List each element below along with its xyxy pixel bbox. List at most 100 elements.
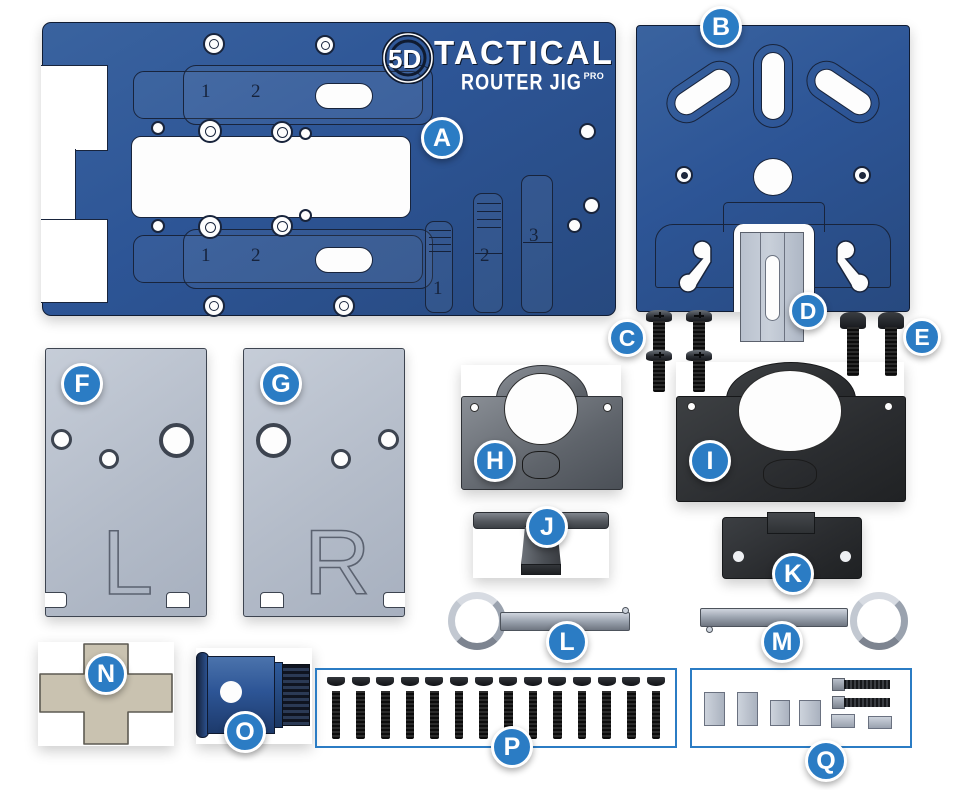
- screw: [597, 677, 616, 739]
- hole: [333, 295, 355, 317]
- large-bore: [159, 423, 194, 458]
- hole: [51, 429, 72, 450]
- callout-g[interactable]: G: [260, 363, 302, 405]
- screw: [686, 350, 712, 392]
- part-c-phillips-pan-screws[interactable]: [642, 310, 718, 392]
- top-channel-outer: [133, 71, 423, 119]
- callout-p[interactable]: P: [491, 726, 533, 768]
- hole: [198, 119, 222, 143]
- hole: [567, 218, 582, 233]
- large-bore: [256, 423, 291, 458]
- hole: [853, 166, 871, 184]
- screw: [474, 677, 493, 739]
- part-m-quick-release-pin-long[interactable]: [696, 588, 908, 650]
- logo-product-text: ROUTER JIG: [460, 69, 582, 95]
- pin-detent: [706, 626, 713, 633]
- callout-k[interactable]: K: [772, 553, 814, 595]
- depth-slot-3: [521, 175, 553, 313]
- depth-mark-2: 2: [480, 245, 490, 266]
- part-i-dark-bracket[interactable]: [676, 362, 906, 502]
- handle-tip: [521, 564, 561, 575]
- spacer: [831, 714, 855, 728]
- top-channel-mark-1: 1: [201, 81, 211, 102]
- lower-step: [723, 202, 825, 232]
- bottom-left-notch: [45, 592, 67, 608]
- hole: [271, 215, 293, 237]
- callout-i[interactable]: I: [689, 440, 731, 482]
- hole: [884, 402, 893, 411]
- screw: [646, 350, 672, 392]
- hole: [151, 219, 165, 233]
- part-d-guide-rail[interactable]: [740, 232, 804, 342]
- hole: [271, 121, 293, 143]
- screw: [376, 677, 395, 739]
- hole: [99, 449, 119, 469]
- left-notch-mid: [41, 149, 76, 219]
- callout-a[interactable]: A: [421, 117, 463, 159]
- spacer: [799, 700, 821, 726]
- screw: [622, 677, 641, 739]
- part-a-main-jig-plate[interactable]: 1 2 1 2 1 2 3: [41, 22, 616, 317]
- logo-brand-text: TACTICAL: [434, 34, 615, 71]
- spacer: [737, 692, 758, 726]
- callout-j[interactable]: J: [526, 506, 568, 548]
- bracket-bore: [504, 372, 578, 445]
- logo-pro-text: PRO: [583, 71, 604, 81]
- callout-n[interactable]: N: [85, 653, 127, 695]
- callout-l[interactable]: L: [546, 621, 588, 663]
- hole: [470, 403, 479, 412]
- bottom-channel-mark-2: 2: [251, 245, 261, 266]
- depth-mark-3: 3: [529, 225, 539, 246]
- screw: [686, 310, 712, 356]
- hole: [203, 295, 225, 317]
- screw: [573, 677, 592, 739]
- center-bore: [753, 158, 793, 196]
- part-p-flat-head-screw-set[interactable]: [315, 668, 677, 748]
- top-oval-cutout: [315, 83, 373, 109]
- rail-groove-left: [760, 233, 762, 341]
- hole: [151, 121, 165, 135]
- spacer: [770, 700, 790, 726]
- part-e-hex-bolts[interactable]: [838, 312, 908, 384]
- callout-m[interactable]: M: [761, 621, 803, 663]
- bottom-channel-mark-1: 1: [201, 245, 211, 266]
- bottom-channel-outer: [133, 235, 423, 283]
- set-screw: [832, 678, 890, 691]
- screw: [327, 677, 345, 739]
- hole: [315, 35, 335, 55]
- part-l-quick-release-pin-short[interactable]: [448, 592, 640, 650]
- screw: [351, 677, 370, 739]
- callout-d[interactable]: D: [789, 292, 827, 330]
- engraving-r: R: [303, 512, 371, 614]
- left-notch-lower: [41, 219, 108, 303]
- hole: [675, 166, 693, 184]
- spacer: [868, 716, 892, 729]
- backer-tab: [767, 512, 815, 534]
- callout-c[interactable]: C: [608, 319, 646, 357]
- bracket-bore: [737, 370, 843, 452]
- hole: [299, 127, 312, 140]
- engraving-l: L: [101, 512, 154, 614]
- pin-ring: [850, 592, 908, 650]
- bottom-channel-step: [183, 229, 433, 289]
- depth-mark-1: 1: [433, 278, 443, 299]
- screw: [646, 310, 672, 356]
- callout-b[interactable]: B: [700, 6, 742, 48]
- right-angled-slot: [798, 53, 888, 131]
- callout-h[interactable]: H: [474, 440, 516, 482]
- bracket-dimple: [521, 451, 561, 479]
- hole: [198, 215, 222, 239]
- callout-o[interactable]: O: [224, 711, 266, 753]
- callout-f[interactable]: F: [61, 363, 103, 405]
- hole: [733, 551, 744, 562]
- logo-5d-text: 5D: [388, 44, 422, 74]
- bolt: [840, 312, 866, 376]
- callout-q[interactable]: Q: [805, 740, 847, 782]
- bushing-threads: [282, 664, 310, 726]
- depth-slot-2: [473, 193, 503, 313]
- bracket-dimple: [762, 458, 818, 490]
- part-q-spacer-and-setscrew-set[interactable]: [690, 668, 912, 748]
- callout-e[interactable]: E: [903, 318, 941, 356]
- 5d-roundel-icon: [382, 32, 434, 84]
- rail-groove-right: [784, 233, 786, 341]
